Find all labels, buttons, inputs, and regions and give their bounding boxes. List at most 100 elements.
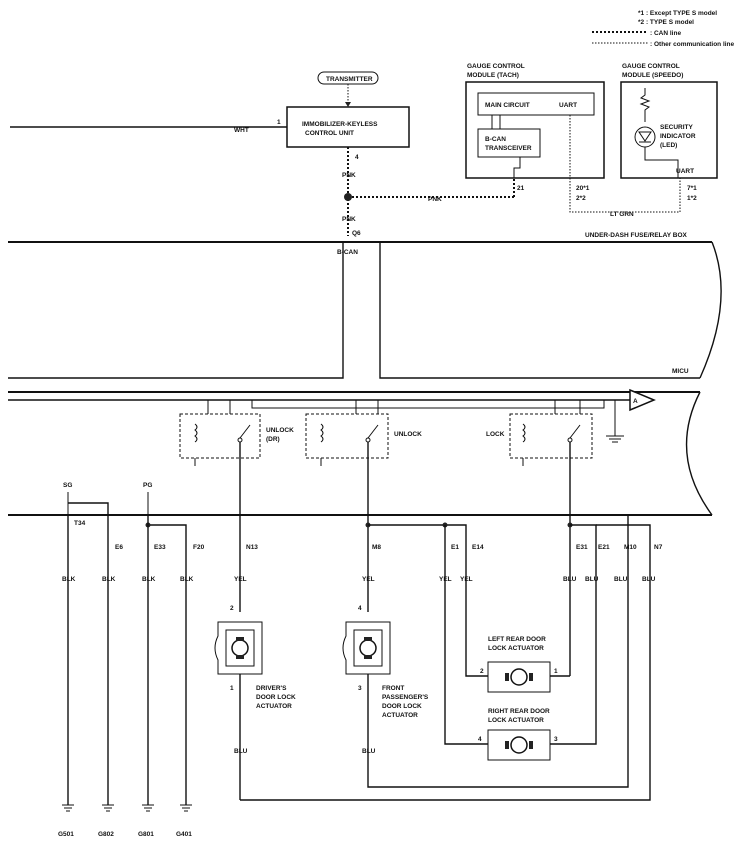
pin-n13: N13	[246, 544, 258, 551]
wire-color-lt-grn: LT GRN	[610, 211, 634, 218]
bcan-transceiver-box	[477, 128, 541, 158]
actuator-frame	[225, 629, 255, 667]
relay-unlock-label: UNLOCK	[394, 431, 422, 438]
immobilizer-unit: IMMOBILIZER-KEYLESS CONTROL UNIT WHT 1 4	[10, 106, 410, 161]
wire-front-blu	[367, 540, 629, 788]
relay-unlock: UNLOCK	[305, 400, 422, 466]
legend-other-line: : Other communication line	[650, 41, 735, 48]
wire-color-yel-2: YEL	[362, 576, 375, 583]
motor-brush	[529, 741, 533, 749]
pin-left-rear-2: 2	[480, 668, 484, 675]
motor-brush	[236, 637, 244, 641]
pin-m8: M8	[372, 544, 381, 551]
relay-unlock-dr-label-2: (DR)	[266, 436, 280, 443]
relay-common-bus	[251, 400, 605, 409]
relay-switch-icon	[367, 424, 379, 439]
wire-color-blu-3: BLU	[563, 576, 577, 583]
actuator-frame	[353, 629, 383, 667]
ground-label-g802: G802	[98, 831, 114, 838]
actuator-frame	[487, 661, 551, 693]
transmitter-label: TRANSMITTER	[326, 76, 373, 83]
ground-label-g501: G501	[58, 831, 74, 838]
wire-e14-yel	[368, 524, 488, 677]
motor-brush	[236, 655, 244, 659]
right-rear-label-1: RIGHT REAR DOOR	[488, 708, 550, 715]
splice-point	[344, 193, 352, 201]
bcan-transceiver-label-2: TRANSCEIVER	[485, 145, 532, 152]
led-diode-symbol	[638, 131, 652, 142]
right-rear-label-2: LOCK ACTUATOR	[488, 717, 544, 724]
tach-module-box	[465, 81, 605, 179]
wire-color-blu-6: BLU	[642, 576, 656, 583]
legend-note-2: *2 : TYPE S model	[638, 19, 694, 26]
security-label-2: INDICATOR	[660, 133, 696, 140]
wire-e21-blu	[550, 524, 597, 745]
pin-immobilizer-4: 4	[355, 154, 359, 161]
wire-color-pnk-1: PNK	[342, 172, 356, 179]
pin-q6: Q6	[352, 230, 361, 237]
relay-unlock-box	[305, 413, 389, 459]
main-circuit-box	[477, 92, 595, 116]
ground-g801: G801	[138, 804, 154, 838]
wire-color-blu-4: BLU	[585, 576, 599, 583]
main-circuit-label: MAIN CIRCUIT	[485, 102, 530, 109]
pin-tach-20: 20*1	[576, 185, 590, 192]
relay-coil-icon	[320, 423, 324, 443]
transmitter: TRANSMITTER	[317, 71, 379, 107]
pin-t34: T34	[74, 520, 86, 527]
actuator-frame	[487, 729, 551, 761]
wire-color-yel-4: YEL	[460, 576, 473, 583]
relay-switch-icon	[569, 424, 581, 439]
relay-coil-icon	[194, 423, 198, 443]
left-rear-label-1: LEFT REAR DOOR	[488, 636, 546, 643]
relay-lock: LOCK	[486, 400, 593, 466]
resistor-icon	[639, 88, 651, 122]
motor-icon	[231, 639, 249, 657]
fusebox-lower-curve	[685, 391, 713, 516]
ground-label-g801: G801	[138, 831, 154, 838]
under-dash-fuse-box: UNDER-DASH FUSE/RELAY BOX B-CAN MICU	[8, 232, 722, 516]
pin-e21: E21	[598, 544, 610, 551]
wire-color-blu-2: BLU	[362, 748, 376, 755]
security-label-1: SECURITY	[660, 124, 694, 131]
motor-brush	[364, 655, 372, 659]
immobilizer-label-1: IMMOBILIZER-KEYLESS	[302, 121, 378, 128]
pin-n7: N7	[654, 544, 663, 551]
wire-color-yel-3: YEL	[439, 576, 452, 583]
legend-note-1: *1 : Except TYPE S model	[638, 10, 717, 17]
gauge-module-tach: GAUGE CONTROL MODULE (TACH) MAIN CIRCUIT…	[465, 63, 605, 202]
transmitter-arrow	[345, 102, 351, 107]
bcan-out	[513, 157, 521, 178]
motor-icon	[510, 736, 528, 754]
ground-g802: G802	[98, 804, 114, 838]
relay-coil-icon	[522, 423, 526, 443]
immobilizer-box	[286, 106, 410, 148]
ground-g401: G401	[176, 804, 192, 838]
tach-title-2: MODULE (TACH)	[467, 72, 519, 79]
security-label-3: (LED)	[660, 142, 677, 149]
legend-can-line: : CAN line	[650, 30, 681, 37]
motor-icon	[359, 639, 377, 657]
connector-a-label: A	[633, 398, 638, 405]
wire-color-blk-1: BLK	[62, 576, 76, 583]
motor-brush	[505, 741, 509, 749]
pin-e6: E6	[115, 544, 123, 551]
pin-e14: E14	[472, 544, 484, 551]
micu-left-block	[8, 242, 344, 379]
label-pg: PG	[143, 482, 152, 489]
gauge-module-speedo: GAUGE CONTROL MODULE (SPEEDO) SECURITY I…	[620, 63, 718, 202]
driver-actuator-label-3: ACTUATOR	[256, 703, 292, 710]
pin-left-rear-1: 1	[554, 668, 558, 675]
pin-speedo-7: 7*1	[687, 185, 697, 192]
wire-e1-yel	[444, 525, 488, 745]
pin-e1: E1	[451, 544, 459, 551]
pin-driver-1: 1	[230, 685, 234, 692]
pin-tach-21: 21	[517, 185, 525, 192]
label-sg: SG	[63, 482, 72, 489]
uart-speedo-label: UART	[676, 168, 694, 175]
pin-m10: M10	[624, 544, 637, 551]
driver-door-lock-actuator: 2 1 DRIVER'S DOOR LOCK ACTUATOR	[214, 605, 296, 710]
bcan-transceiver-label-1: B-CAN	[485, 136, 506, 143]
